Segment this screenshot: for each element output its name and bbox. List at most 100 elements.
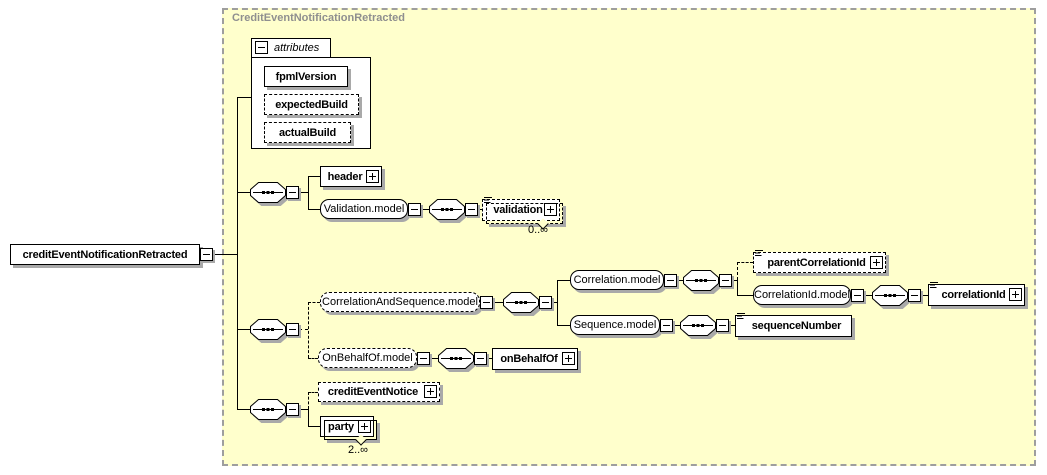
connector-line-optional [308, 358, 318, 359]
attribute-fpml-version[interactable]: fpmlVersion [264, 66, 348, 87]
simple-content-icon [755, 249, 765, 258]
expand-icon[interactable] [870, 255, 883, 269]
group-validation-model[interactable]: Validation.model [320, 199, 408, 219]
connector-line [673, 325, 680, 326]
connector-line [308, 176, 320, 177]
element-credit-event-notification-retracted[interactable]: creditEventNotificationRetracted [10, 244, 200, 265]
sequence-icon[interactable] [250, 319, 286, 340]
connector-line [487, 358, 492, 359]
element-party[interactable]: party [320, 416, 377, 446]
attribute-label: expectedBuild [275, 98, 348, 111]
group-correlation-and-sequence-model[interactable]: CorrelationAndSequence.model [320, 292, 480, 312]
group-on-behalf-of-model[interactable]: OnBehalfOf.model [318, 348, 417, 368]
element-label: party [328, 420, 354, 433]
collapse-icon[interactable] [286, 403, 299, 416]
sequence-icon[interactable] [250, 399, 286, 420]
element-credit-event-notice[interactable]: creditEventNotice [318, 382, 440, 402]
collapse-icon[interactable] [286, 323, 299, 336]
element-label: header [327, 170, 363, 183]
sequence-icon[interactable] [683, 270, 719, 291]
connector-line [737, 295, 753, 296]
collapse-icon[interactable] [408, 203, 421, 216]
connector-line [729, 325, 735, 326]
element-on-behalf-of[interactable]: onBehalfOf [492, 348, 578, 370]
collapse-icon[interactable] [664, 274, 677, 287]
connector-line [299, 409, 308, 410]
connector-line-optional [737, 262, 753, 263]
occurrence-label: 0..∞ [527, 224, 549, 236]
collapse-icon[interactable] [660, 319, 673, 332]
group-correlation-id-model[interactable]: CorrelationId.model [753, 285, 851, 305]
expand-icon[interactable] [544, 203, 557, 216]
connector-line [308, 209, 320, 210]
attribute-actual-build[interactable]: actualBuild [264, 122, 351, 143]
element-validation[interactable]: validation [482, 196, 563, 230]
connector-line-optional [477, 209, 482, 210]
connector-line [557, 280, 570, 281]
group-label: Sequence.model [573, 319, 657, 331]
expand-icon[interactable] [358, 419, 371, 433]
connector-line-optional [299, 329, 308, 330]
connector-line [552, 302, 557, 303]
group-correlation-model[interactable]: Correlation.model [570, 270, 664, 290]
connector-line [308, 409, 309, 426]
element-label: validation [493, 204, 543, 216]
attribute-expected-build[interactable]: expectedBuild [264, 94, 359, 115]
sequence-icon[interactable] [872, 285, 908, 306]
element-label: parentCorrelationId [767, 256, 866, 269]
element-header[interactable]: header [320, 166, 382, 187]
connector-line [737, 280, 738, 295]
group-label: OnBehalfOf.model [322, 352, 413, 364]
expand-icon[interactable] [424, 385, 437, 398]
connector-line [237, 409, 250, 410]
element-parent-correlation-id[interactable]: parentCorrelationId [753, 249, 886, 273]
sequence-icon[interactable] [429, 199, 465, 220]
connector-line-optional [308, 302, 309, 358]
sequence-icon[interactable] [503, 292, 539, 313]
collapse-icon[interactable] [480, 296, 493, 309]
connector-line-optional [308, 392, 309, 409]
collapse-icon[interactable] [908, 289, 921, 302]
element-label: creditEventNotificationRetracted [22, 248, 188, 261]
collapse-icon[interactable] [200, 248, 213, 261]
collapse-icon[interactable] [539, 296, 552, 309]
collapse-icon[interactable] [465, 203, 478, 216]
collapse-icon[interactable] [474, 352, 487, 365]
element-correlation-id[interactable]: correlationId [928, 282, 1025, 306]
connector-line [299, 192, 308, 193]
expand-icon[interactable] [1009, 288, 1022, 301]
sequence-icon[interactable] [250, 182, 286, 203]
element-sequence-number[interactable]: sequenceNumber [735, 312, 852, 337]
connector-line [213, 254, 237, 255]
attributes-tab[interactable]: attributes [251, 38, 331, 58]
collapse-icon[interactable] [719, 274, 732, 287]
simple-content-icon [484, 196, 494, 205]
collapse-icon[interactable] [716, 319, 729, 332]
connector-line [308, 176, 309, 209]
connector-line [921, 295, 928, 296]
simple-content-icon [737, 312, 747, 321]
connector-line [557, 325, 570, 326]
collapse-icon[interactable] [851, 289, 864, 302]
expand-icon[interactable] [562, 352, 575, 365]
connector-line [677, 280, 683, 281]
group-label: CorrelationAndSequence.model [322, 296, 478, 308]
connector-line [430, 358, 438, 359]
sequence-icon[interactable] [680, 315, 716, 336]
collapse-icon[interactable] [286, 186, 299, 199]
connector-line [237, 192, 250, 193]
expand-icon[interactable] [366, 169, 379, 183]
sequence-icon[interactable] [438, 348, 474, 369]
element-label: creditEventNotice [327, 386, 419, 398]
connector-line [557, 280, 558, 325]
collapse-icon[interactable] [417, 352, 430, 365]
connector-line [308, 426, 320, 427]
attribute-label: actualBuild [278, 126, 337, 139]
attributes-label: attributes [274, 42, 320, 54]
collapse-icon[interactable] [255, 41, 268, 54]
attribute-label: fpmlVersion [275, 70, 337, 83]
connector-line [421, 209, 429, 210]
tree-spine-line [237, 97, 238, 409]
group-sequence-model[interactable]: Sequence.model [570, 315, 660, 335]
